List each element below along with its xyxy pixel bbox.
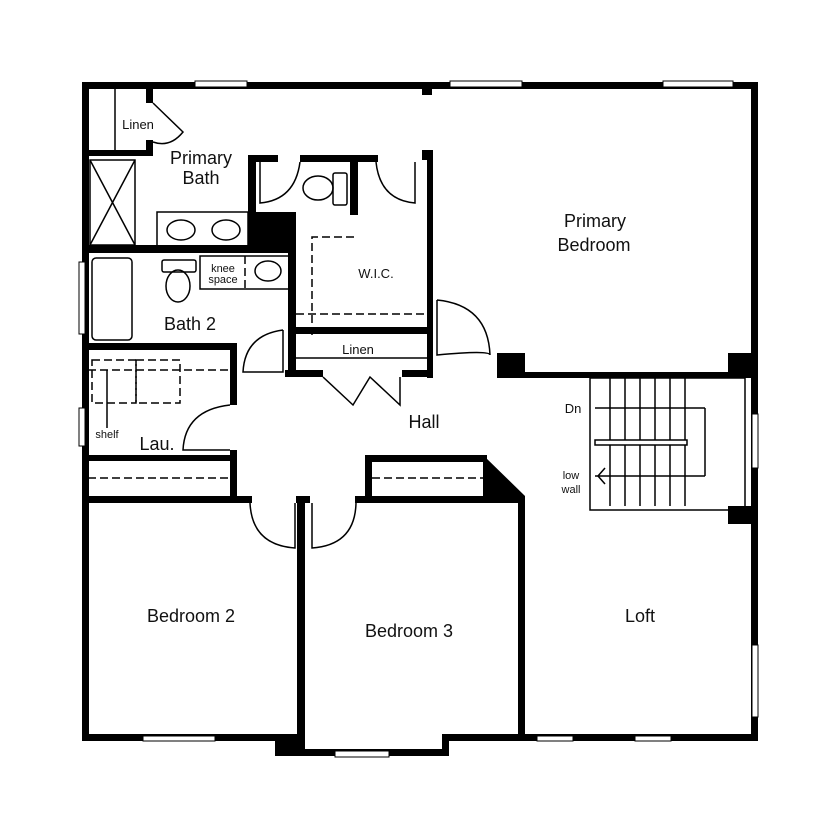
shower bbox=[89, 159, 136, 246]
plan-mark bbox=[275, 734, 305, 756]
label-primary-bedroom-1: Primary bbox=[564, 211, 626, 231]
plan-mark bbox=[311, 502, 357, 549]
plan-mark bbox=[85, 496, 252, 503]
vanity bbox=[156, 211, 249, 247]
plan-mark bbox=[634, 735, 672, 742]
plan-mark bbox=[242, 329, 284, 373]
stairs bbox=[589, 377, 746, 511]
label-wic: W.I.C. bbox=[358, 266, 393, 281]
plan-mark bbox=[146, 85, 153, 103]
label-primary-bath-1: Primary bbox=[170, 148, 232, 168]
plan-mark bbox=[427, 150, 433, 378]
plan-mark bbox=[248, 155, 278, 162]
plan-mark bbox=[751, 644, 759, 718]
plan-mark bbox=[518, 496, 525, 737]
bathtub bbox=[91, 257, 133, 341]
plan-mark bbox=[194, 80, 248, 88]
plan-mark bbox=[230, 343, 237, 405]
plan-mark bbox=[300, 155, 378, 162]
plan-mark bbox=[350, 155, 358, 215]
plan-mark bbox=[142, 735, 216, 742]
plan-mark bbox=[311, 236, 358, 335]
plan-mark bbox=[322, 375, 401, 407]
plan-mark bbox=[85, 245, 295, 253]
plan-mark bbox=[211, 219, 241, 241]
plan-mark bbox=[78, 407, 86, 447]
plan-mark bbox=[82, 82, 758, 89]
label-bedroom3: Bedroom 3 bbox=[365, 621, 453, 641]
stair-treads bbox=[594, 378, 706, 506]
label-dn: Dn bbox=[565, 401, 582, 416]
plan-mark bbox=[249, 502, 296, 549]
plan-mark bbox=[445, 734, 758, 741]
plan-mark bbox=[728, 506, 755, 524]
plan-mark bbox=[259, 161, 301, 204]
plan-mark bbox=[422, 85, 432, 95]
plan-mark bbox=[288, 212, 296, 377]
plan-mark bbox=[91, 359, 137, 404]
plan-mark bbox=[296, 496, 310, 503]
interior-walls bbox=[85, 85, 755, 737]
plan-mark bbox=[442, 734, 449, 756]
plan-mark bbox=[751, 82, 758, 741]
label-shelf: shelf bbox=[95, 429, 119, 441]
plan-mark bbox=[536, 735, 574, 742]
plan-mark bbox=[254, 260, 282, 282]
plan-mark bbox=[662, 80, 734, 88]
plan-mark bbox=[292, 327, 432, 334]
toilet bbox=[165, 269, 191, 303]
plan-mark bbox=[594, 439, 688, 446]
plan-mark bbox=[85, 455, 237, 461]
plan-mark bbox=[355, 496, 525, 503]
plan-mark bbox=[146, 140, 153, 156]
plan-mark bbox=[375, 161, 416, 204]
plan-mark bbox=[161, 259, 197, 273]
plan-mark bbox=[182, 404, 231, 451]
plan-mark bbox=[230, 450, 237, 500]
plan-mark bbox=[302, 175, 334, 201]
plan-mark bbox=[152, 102, 185, 145]
plan-mark bbox=[365, 455, 487, 462]
plan-mark bbox=[365, 455, 372, 500]
plan-mark bbox=[285, 370, 323, 377]
plan-mark bbox=[332, 172, 348, 206]
plan-mark bbox=[85, 150, 151, 156]
plan-mark bbox=[89, 159, 136, 246]
plan-mark bbox=[166, 219, 196, 241]
label-bath2: Bath 2 bbox=[164, 314, 216, 334]
plan-mark bbox=[248, 155, 256, 215]
label-loft: Loft bbox=[625, 606, 655, 626]
label-primary-bath-2: Bath bbox=[182, 168, 219, 188]
fixtures bbox=[88, 89, 746, 549]
label-laundry: Lau. bbox=[139, 434, 174, 454]
label-low-wall-1: low bbox=[563, 470, 580, 482]
label-primary-bedroom-2: Bedroom bbox=[557, 235, 630, 255]
plan-mark bbox=[334, 750, 390, 758]
plan-mark bbox=[483, 455, 525, 500]
plan-mark bbox=[297, 500, 305, 737]
plan-mark bbox=[436, 299, 491, 356]
plan-mark bbox=[728, 353, 755, 377]
plan-mark bbox=[85, 343, 237, 350]
plan-mark bbox=[402, 370, 432, 377]
label-knee-1: knee bbox=[211, 263, 235, 275]
label-knee-2: space bbox=[208, 274, 237, 286]
plan-mark bbox=[78, 261, 86, 335]
plan-mark bbox=[449, 80, 523, 88]
room-labels: Linen Primary Bath Primary Bedroom knee … bbox=[95, 117, 655, 641]
plan-mark bbox=[248, 212, 293, 252]
label-bedroom2: Bedroom 2 bbox=[147, 606, 235, 626]
plan-mark bbox=[751, 413, 759, 469]
label-linen-hall: Linen bbox=[342, 342, 374, 357]
label-linen-top: Linen bbox=[122, 117, 154, 132]
plan-mark bbox=[597, 467, 606, 485]
plan-mark bbox=[135, 359, 181, 404]
label-hall: Hall bbox=[408, 412, 439, 432]
plan-mark bbox=[497, 372, 755, 378]
windows bbox=[78, 80, 759, 758]
label-low-wall-2: wall bbox=[561, 484, 581, 496]
